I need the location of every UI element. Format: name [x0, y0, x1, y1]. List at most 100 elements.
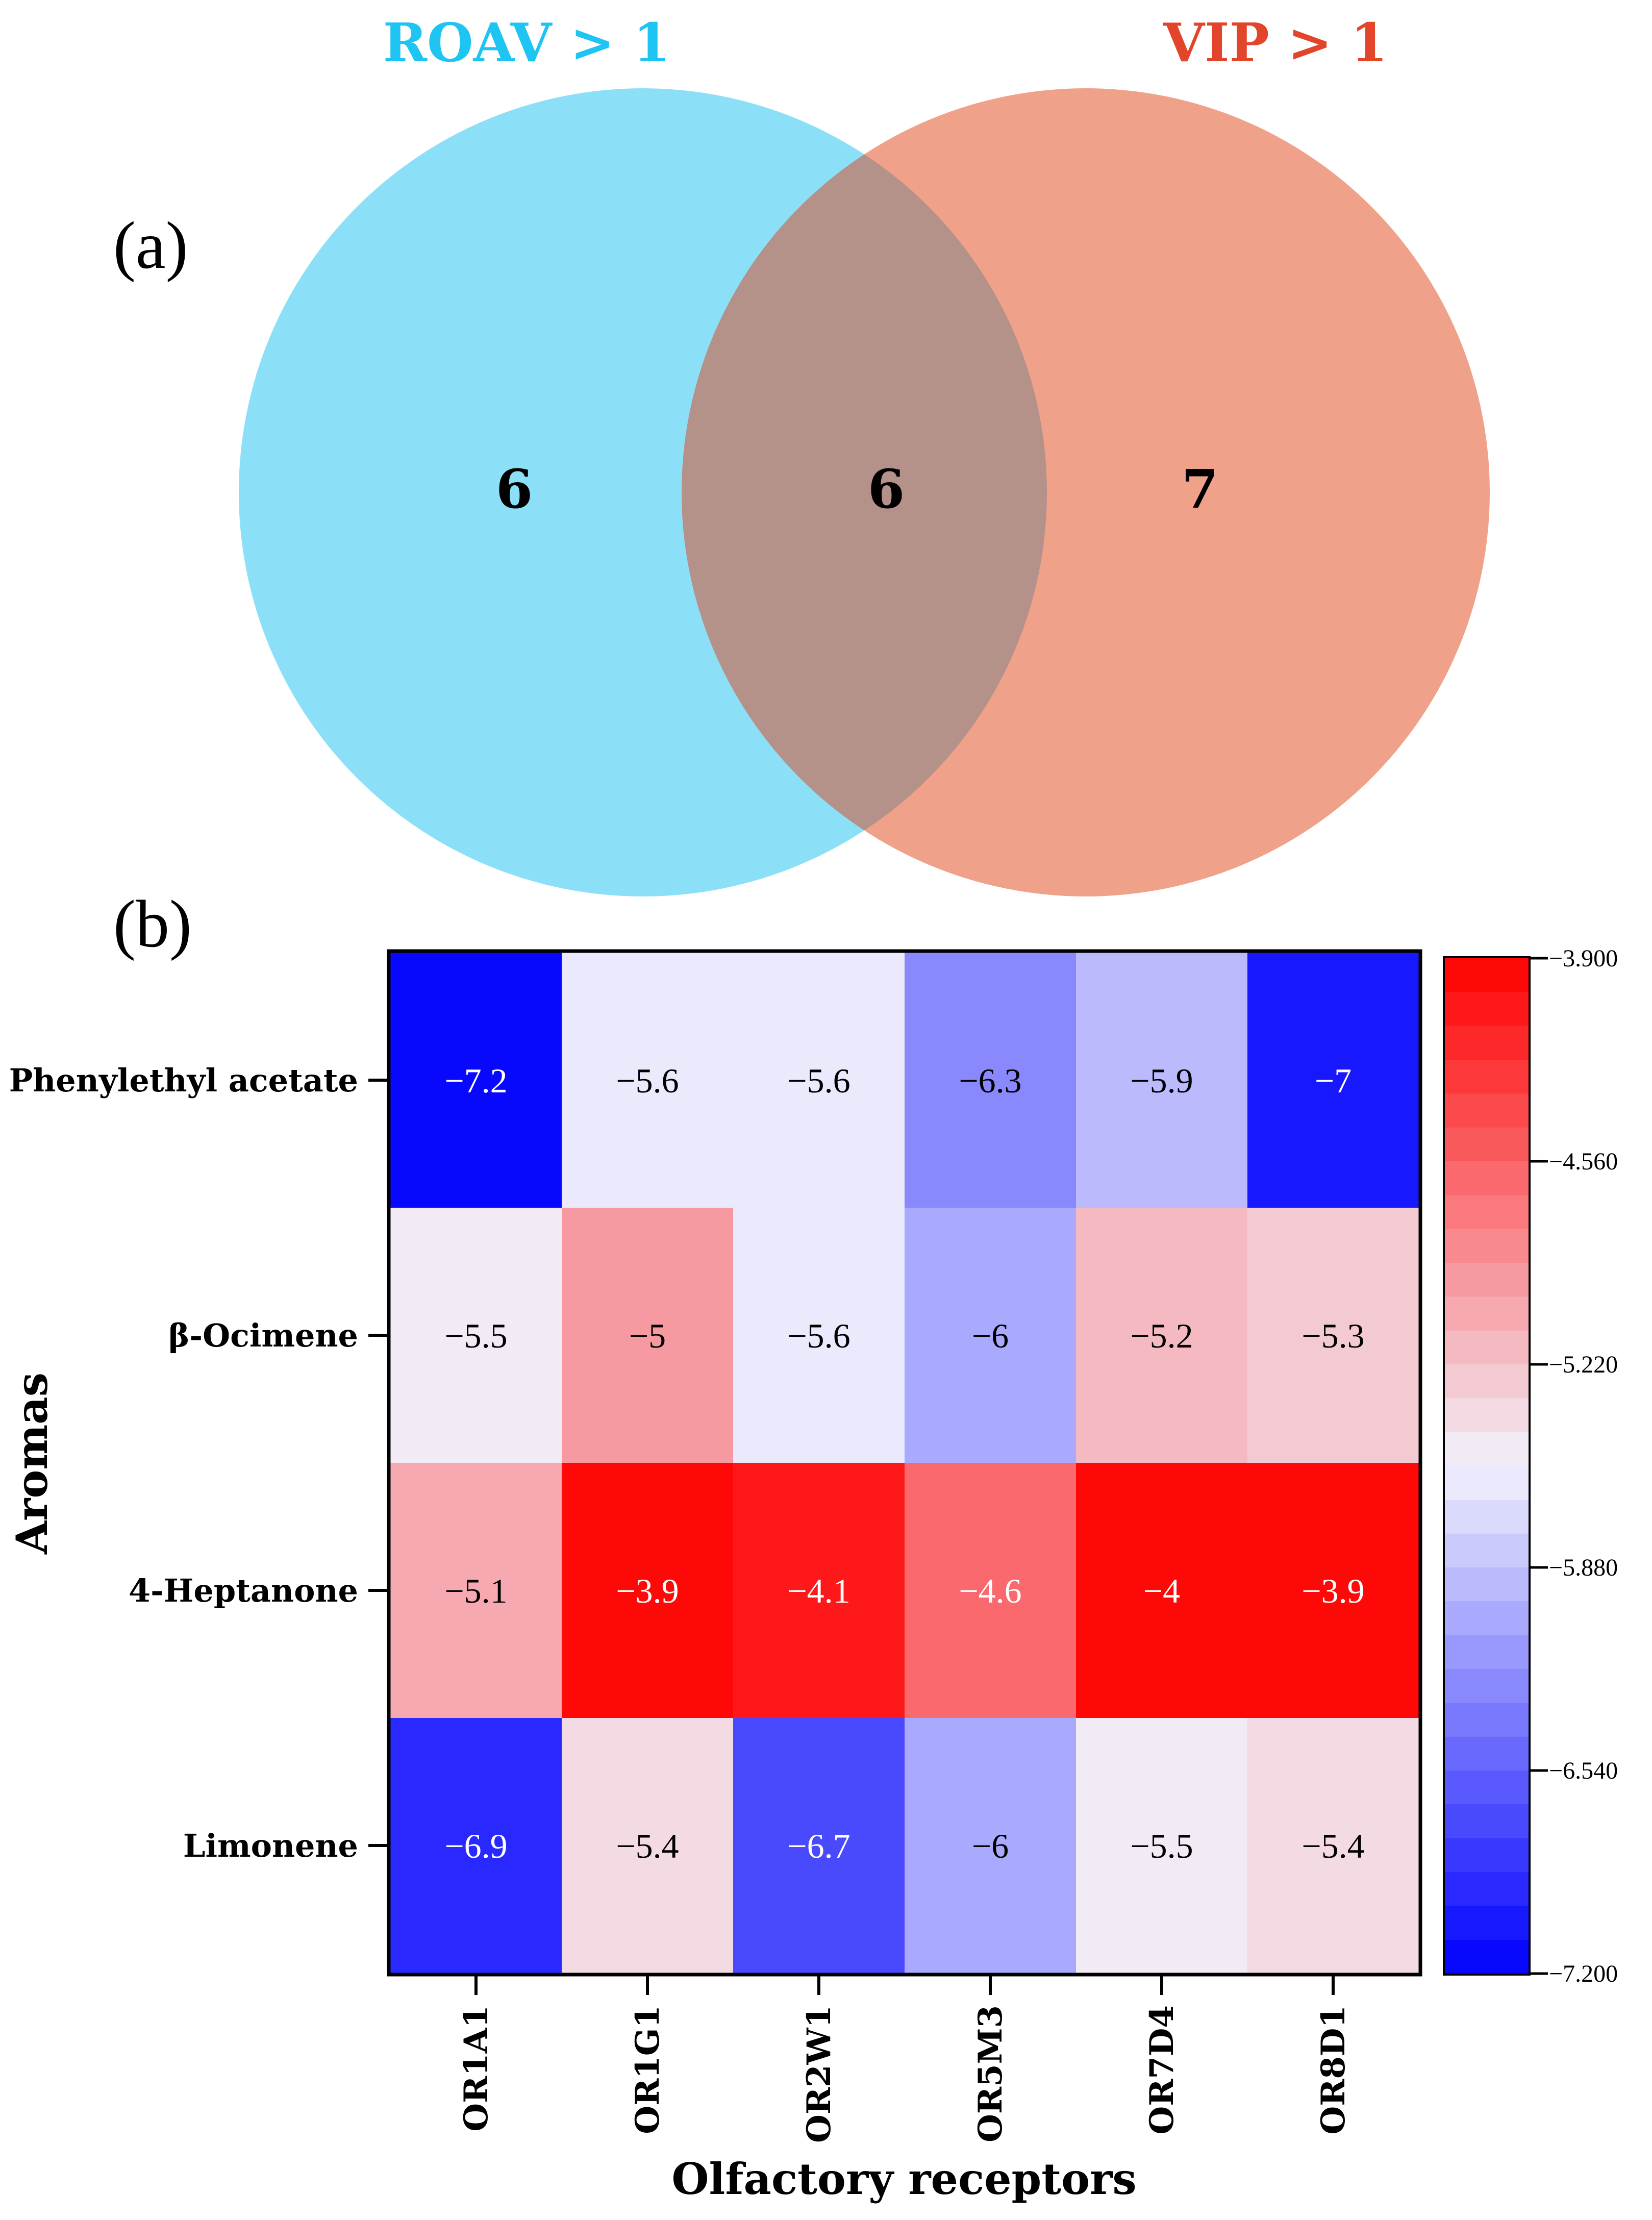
heatmap-cell-labels: −7.2−5.6−5.6−6.3−5.9−7−5.5−5−5.6−6−5.2−5… — [444, 1061, 1364, 1865]
heatmap-cell — [562, 1463, 734, 1718]
colorbar-step — [1445, 1330, 1529, 1365]
colorbar-steps — [1445, 958, 1529, 1974]
colorbar-step — [1445, 992, 1529, 1027]
colorbar-step — [1445, 958, 1529, 993]
row-label: Limonene — [183, 1827, 358, 1864]
right-set-title: VIP > 1 — [1163, 11, 1387, 74]
colorbar-step — [1445, 1263, 1529, 1298]
colorbar-step — [1445, 1872, 1529, 1907]
colorbar-step — [1445, 1432, 1529, 1466]
colorbar-step — [1445, 1736, 1529, 1771]
row-label: 4-Heptanone — [129, 1572, 358, 1609]
heatmap-frame — [387, 949, 1422, 1977]
heatmap-cell — [1076, 1718, 1248, 1974]
colorbar-step — [1445, 1060, 1529, 1094]
heatmap-cell — [905, 1208, 1077, 1463]
heatmap-cell-value: −5.5 — [444, 1316, 507, 1355]
heatmap-cell — [390, 1208, 562, 1463]
heatmap-cell — [733, 953, 905, 1208]
colorbar-tick-label: −3.900 — [1549, 945, 1618, 972]
colorbar-step — [1445, 1635, 1529, 1669]
heatmap-cell-value: −5.6 — [787, 1061, 850, 1100]
heatmap-cell — [733, 1208, 905, 1463]
colorbar-step — [1445, 1669, 1529, 1704]
heatmap-cell — [905, 1463, 1077, 1718]
y-axis-title: Aromas — [7, 1373, 57, 1555]
heatmap-cell — [562, 953, 734, 1208]
heatmap-cell-value: −5.3 — [1301, 1316, 1364, 1355]
heatmap-cell — [1076, 953, 1248, 1208]
left-only-count: 6 — [496, 458, 533, 520]
heatmap-cell — [562, 1718, 734, 1974]
colorbar-step — [1445, 1364, 1529, 1399]
column-label: OR2W1 — [800, 2005, 838, 2143]
heatmap-cell — [1076, 1463, 1248, 1718]
colorbar-tick-label: −5.880 — [1549, 1554, 1618, 1581]
heatmap-cell-value: −5.5 — [1130, 1827, 1193, 1865]
colorbar-step — [1445, 1026, 1529, 1060]
column-label: OR8D1 — [1314, 2005, 1353, 2135]
colorbar: −3.900 −4.560 −5.220 −5.880 −6.540 −7.200 — [1443, 945, 1618, 1987]
heatmap-cell-value: −6.7 — [787, 1827, 850, 1865]
heatmap: −7.2−5.6−5.6−6.3−5.9−7−5.5−5−5.6−6−5.2−5… — [7, 949, 1422, 2204]
heatmap-cell — [1247, 1463, 1419, 1718]
heatmap-cell — [905, 1718, 1077, 1974]
colorbar-step — [1445, 1601, 1529, 1636]
overlap-count: 6 — [868, 458, 905, 520]
panel-b-label: (b) — [113, 886, 192, 961]
heatmap-cell-value: −4.6 — [959, 1572, 1021, 1610]
heatmap-cell — [733, 1718, 905, 1974]
heatmap-cell-value: −6.9 — [444, 1827, 507, 1865]
colorbar-step — [1445, 1093, 1529, 1128]
colorbar-step — [1445, 1703, 1529, 1737]
heatmap-cell-value: −5.6 — [787, 1316, 850, 1355]
colorbar-tick-label: −7.200 — [1549, 1960, 1618, 1987]
row-label: Phenylethyl acetate — [9, 1062, 358, 1099]
colorbar-step — [1445, 1939, 1529, 1974]
heatmap-cell-value: −3.9 — [616, 1572, 679, 1610]
colorbar-step — [1445, 1127, 1529, 1162]
heatmap-cell-value: −6 — [972, 1316, 1009, 1355]
colorbar-step — [1445, 1567, 1529, 1602]
heatmap-cell — [1076, 1208, 1248, 1463]
colorbar-step — [1445, 1770, 1529, 1805]
panel-a-label: (a) — [113, 208, 188, 283]
heatmap-cell-value: −5.6 — [616, 1061, 679, 1100]
heatmap-cell — [562, 1208, 734, 1463]
heatmap-cell — [1247, 953, 1419, 1208]
colorbar-step — [1445, 1229, 1529, 1263]
heatmap-cell-value: −5.9 — [1130, 1061, 1193, 1100]
heatmap-cell — [1247, 1208, 1419, 1463]
heatmap-cell-value: −5.1 — [444, 1572, 507, 1610]
colorbar-step — [1445, 1466, 1529, 1501]
colorbar-step — [1445, 1906, 1529, 1940]
heatmap-cell — [1247, 1718, 1419, 1974]
colorbar-step — [1445, 1195, 1529, 1230]
heatmap-cell — [390, 1463, 562, 1718]
column-label: OR1A1 — [457, 2005, 495, 2132]
colorbar-tick-label: −4.560 — [1549, 1148, 1618, 1175]
colorbar-step — [1445, 1804, 1529, 1839]
heatmap-cells — [390, 953, 1419, 1974]
heatmap-cell-value: −3.9 — [1301, 1572, 1364, 1610]
heatmap-cell — [390, 1718, 562, 1974]
right-only-count: 7 — [1182, 458, 1218, 520]
heatmap-cell-value: −5.4 — [1301, 1827, 1364, 1865]
colorbar-ticks: −3.900 −4.560 −5.220 −5.880 −6.540 −7.200 — [1530, 945, 1618, 1987]
colorbar-frame — [1443, 956, 1531, 1976]
heatmap-cell-value: −5.4 — [616, 1827, 679, 1865]
colorbar-tick-label: −5.220 — [1549, 1351, 1618, 1378]
left-set-title: ROAV > 1 — [383, 11, 670, 74]
heatmap-cell-value: −6.3 — [959, 1061, 1021, 1100]
row-label: β-Ocimene — [168, 1317, 358, 1354]
overlap-region — [682, 88, 1047, 896]
row-axis: Phenylethyl acetate β-Ocimene 4-HeptanoneL… — [9, 1062, 389, 1864]
heatmap-cell-value: −4 — [1143, 1572, 1180, 1610]
column-label: OR1G1 — [629, 2005, 667, 2134]
column-label: OR5M3 — [971, 2005, 1010, 2142]
colorbar-tick-label: −6.540 — [1549, 1757, 1618, 1784]
colorbar-step — [1445, 1398, 1529, 1433]
column-label: OR7D4 — [1143, 2005, 1181, 2135]
colorbar-step — [1445, 1296, 1529, 1331]
